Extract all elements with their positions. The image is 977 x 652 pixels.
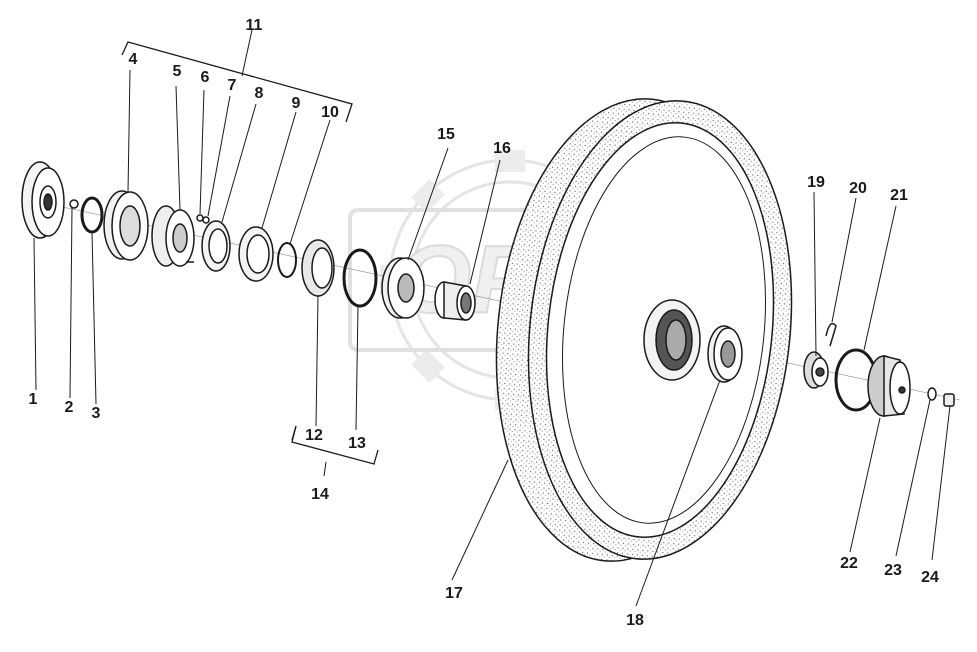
callout-8: 8	[254, 85, 264, 102]
part-4-cup	[103, 190, 149, 261]
part-2-nut	[69, 199, 79, 209]
part-16-spacer	[434, 281, 476, 321]
part-7-bolt	[202, 216, 210, 224]
callout-4: 4	[128, 51, 138, 68]
callout-20: 20	[849, 180, 867, 197]
callout-9: 9	[291, 95, 301, 112]
callout-19: 19	[807, 174, 825, 191]
callout-24: 24	[921, 569, 939, 586]
part-1-hub-cap	[21, 161, 65, 239]
callout-12: 12	[305, 427, 323, 444]
callout-2: 2	[64, 399, 74, 416]
part-15-bearing	[381, 257, 425, 319]
part-12-seal	[301, 239, 335, 297]
callout-10: 10	[321, 104, 339, 121]
callout-22: 22	[840, 555, 858, 572]
callout-13: 13	[348, 435, 366, 452]
callout-23: 23	[884, 562, 902, 579]
callout-1: 1	[28, 391, 38, 408]
part-20-cotter-pin	[825, 322, 837, 347]
part-6-pin	[196, 214, 204, 222]
part-22-cap	[867, 355, 911, 417]
group-brackets	[121, 41, 379, 465]
callout-16: 16	[493, 140, 511, 157]
part-9-ring	[238, 226, 274, 282]
part-10-ring	[277, 242, 297, 278]
callout-18: 18	[626, 612, 644, 629]
part-18-bearing	[707, 325, 743, 383]
callout-5: 5	[172, 63, 182, 80]
callout-21: 21	[890, 187, 908, 204]
bracket-14-line	[291, 425, 379, 465]
part-13-o-ring	[342, 248, 378, 308]
callout-17: 17	[445, 585, 463, 602]
bracket-11	[121, 41, 353, 123]
callout-15: 15	[437, 126, 455, 143]
callout-14: 14	[311, 486, 329, 503]
part-24-screw	[943, 393, 955, 407]
parts	[21, 98, 955, 562]
part-23-washer	[927, 387, 937, 401]
part-5-flange	[151, 205, 195, 267]
callout-7: 7	[227, 77, 237, 94]
part-17-wheel	[495, 98, 793, 562]
callout-11: 11	[245, 17, 263, 34]
callout-3: 3	[91, 405, 101, 422]
part-8-bearing	[201, 220, 231, 272]
part-19-castle-nut	[803, 351, 829, 389]
leader-lines	[33, 29, 951, 607]
callout-6: 6	[200, 69, 210, 86]
